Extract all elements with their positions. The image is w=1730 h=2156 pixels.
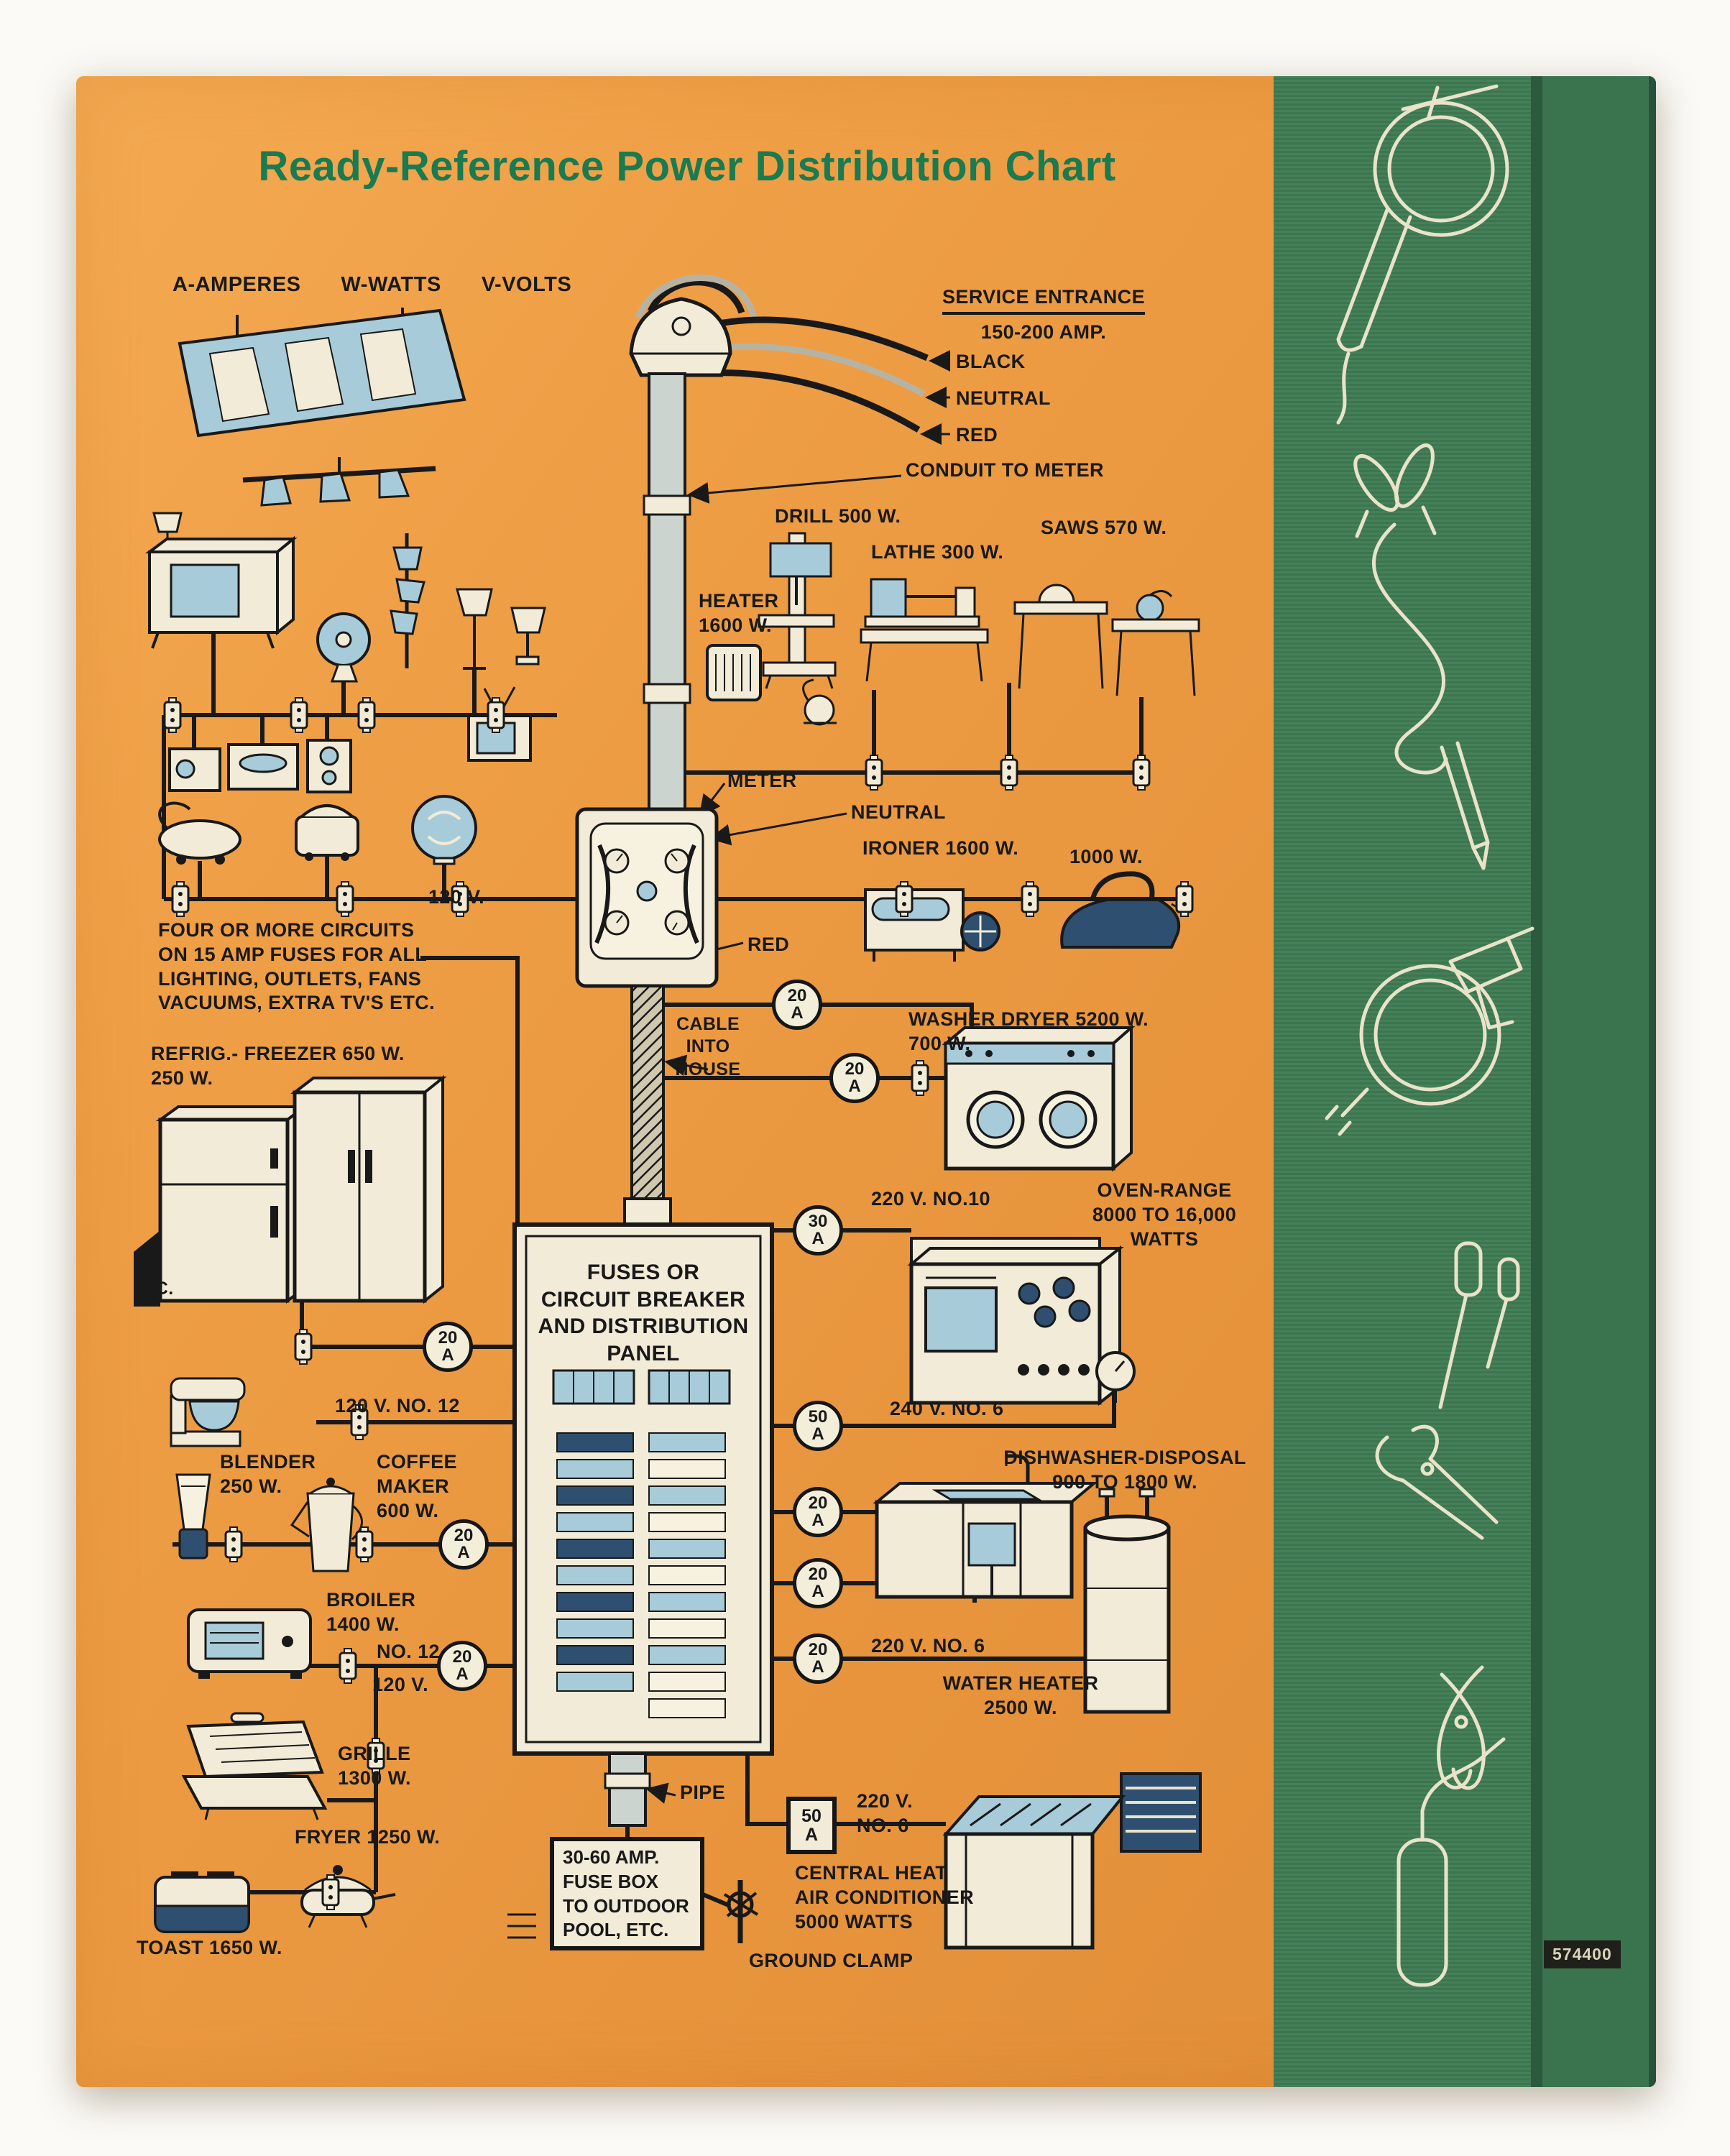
label-wire-black: BLACK [956,351,1026,372]
label-red-mid: RED [747,934,790,955]
label-no12: NO. 12 [377,1641,440,1662]
label-dishwasher-disposal: DISHWASHER-DISPOSAL 900 TO 1800 W. [1003,1447,1246,1493]
label-water-heater: WATER HEATER 2500 W. [942,1672,1099,1718]
outdoor-fusebox-note: 30-60 AMP. FUSE BOX TO OUTDOOR POOL, ETC… [550,1837,704,1950]
fuse-30a-range: 30 A [793,1205,843,1256]
fuse-20a-broiler: 20 A [437,1641,487,1691]
label-service-amps: 150-200 AMP. [980,321,1107,343]
label-service-entrance: SERVICE ENTRANCE [942,285,1145,315]
label-conduit: CONDUIT TO METER [906,459,1104,481]
label-oven-range: OVEN-RANGE 8000 TO 16,000 WATTS [1092,1179,1237,1250]
label-fryer: FRYER 1250 W. [295,1826,441,1848]
label-washer-dryer: WASHER DRYER 5200 W. 700 W. [908,1008,1149,1054]
label-panel-title: FUSES OR CIRCUIT BREAKER AND DISTRIBUTIO… [538,1261,749,1365]
label-120v-no12: 120 V. NO. 12 [335,1395,460,1416]
label-broiler: BROILER 1400 W. [326,1589,416,1635]
spine-code: 574400 [1544,1940,1621,1968]
label-220v-no6-heater: 220 V. NO. 6 [871,1635,985,1657]
legend-volts: V-VOLTS [481,273,572,296]
fuse-20a-refrig: 20 A [423,1322,473,1372]
label-cable-into-house: CABLE INTO HOUSE [675,1014,741,1079]
label-coffee-maker: COFFEE MAKER 600 W. [377,1451,457,1521]
fuse-20a-water-heater: 20 A [793,1634,843,1684]
fuse-20a-washer2: 20 A [829,1053,880,1103]
label-ironer: IRONER 1600 W. [862,837,1019,859]
label-220v-no10: 220 V. NO.10 [871,1188,990,1210]
label-120v-b: 120 V. [372,1674,428,1695]
label-saws: SAWS 570 W. [1041,517,1167,538]
label-120v: 120 V. [428,886,484,908]
label-blender: BLENDER 250 W. [220,1451,316,1497]
label-neutral-mid: NEUTRAL [851,801,946,823]
fuse-20a-blender: 20 A [438,1519,489,1570]
fuse-20a-disposal: 20 A [793,1558,843,1608]
label-hc: H.C. [137,1279,174,1299]
label-meter: METER [727,770,797,791]
fuse-20a-washer1: 20 A [772,980,822,1030]
label-wire-red: RED [956,424,998,446]
fuse-20a-dishwasher: 20 A [793,1487,843,1537]
legend-watts: W-WATTS [341,273,441,296]
spine-fold-line [1531,76,1542,2087]
label-refrig-freezer: REFRIG.- FREEZER 650 W. 250 W. [151,1043,405,1089]
spine-outer-panel [1542,76,1656,2087]
units-legend: A-AMPERES W-WATTS V-VOLTS [172,273,571,297]
chart-title: Ready-Reference Power Distribution Chart [258,143,1116,190]
legend-amperes: A-AMPERES [172,273,301,296]
label-circuits-note: FOUR OR MORE CIRCUITS ON 15 AMP FUSES FO… [158,919,436,1014]
label-grille: GRILLE 1300 W. [338,1743,411,1789]
label-lathe: LATHE 300 W. [871,541,1004,563]
label-central-air: CENTRAL HEAT AIR CONDITIONER 5000 WATTS [795,1862,974,1932]
label-toast: TOAST 1650 W. [137,1937,282,1958]
spine-right-edge [1649,76,1656,2087]
label-wire-neutral: NEUTRAL [956,387,1051,409]
fuse-block-50a: 50 A [786,1797,837,1854]
label-220v-no6-ac: 220 V. NO. 6 [857,1790,913,1836]
label-iron-watts: 1000 W. [1069,846,1143,867]
fuse-50a-range: 50 A [793,1401,843,1451]
book-spine [1274,76,1656,2087]
label-heater: HEATER 1600 W. [699,590,779,636]
label-pipe: PIPE [680,1782,726,1803]
label-240v-no6: 240 V. NO. 6 [890,1398,1004,1419]
label-drill: DRILL 500 W. [775,505,901,527]
label-ground-clamp: GROUND CLAMP [749,1950,914,1971]
